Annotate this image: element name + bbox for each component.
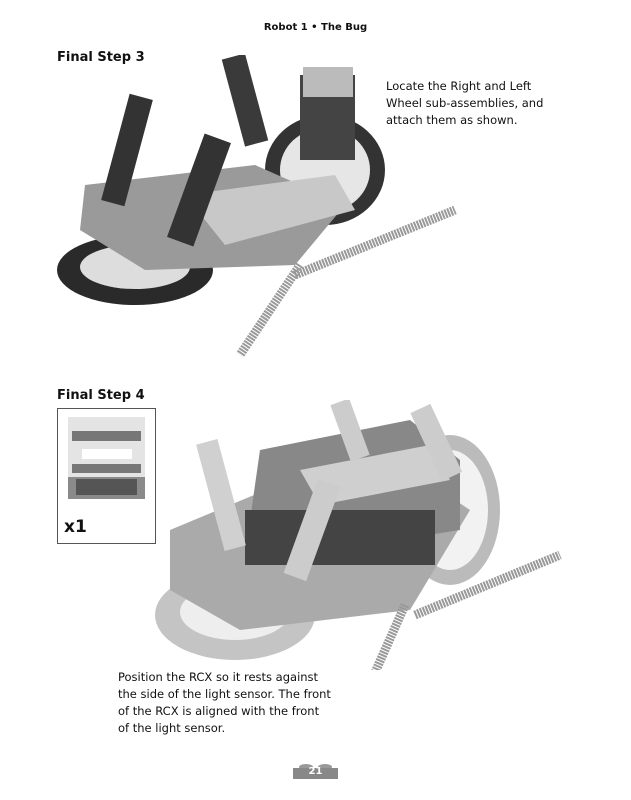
caption-line: Position the RCX so it rests against [118,670,319,684]
caption-line: of the light sensor. [118,721,226,735]
step-3-caption: Locate the Right and Left Wheel sub-asse… [386,78,543,129]
step-3-robot-illustration [57,55,457,358]
step-4-caption: Position the RCX so it rests against the… [118,669,331,737]
running-header: Robot 1 • The Bug [263,22,368,33]
caption-line: attach them as shown. [386,113,518,127]
caption-line: Locate the Right and Left [386,79,532,93]
caption-line: Wheel sub-assemblies, and [386,96,544,110]
step-3-title: Final Step 3 [57,50,145,65]
caption-line: of the RCX is aligned with the front [118,704,320,718]
lego-brick-icon [293,764,338,779]
part-quantity: x1 [64,517,87,537]
page-number: 21 [308,766,323,777]
step-4-robot-illustration [155,400,562,670]
caption-line: the side of the light sensor. The front [118,687,331,701]
page-number-brick: 21 [293,763,338,779]
parts-callout: x1 [57,408,156,544]
rcx-brick-icon [68,417,145,499]
step-4-title: Final Step 4 [57,388,145,403]
